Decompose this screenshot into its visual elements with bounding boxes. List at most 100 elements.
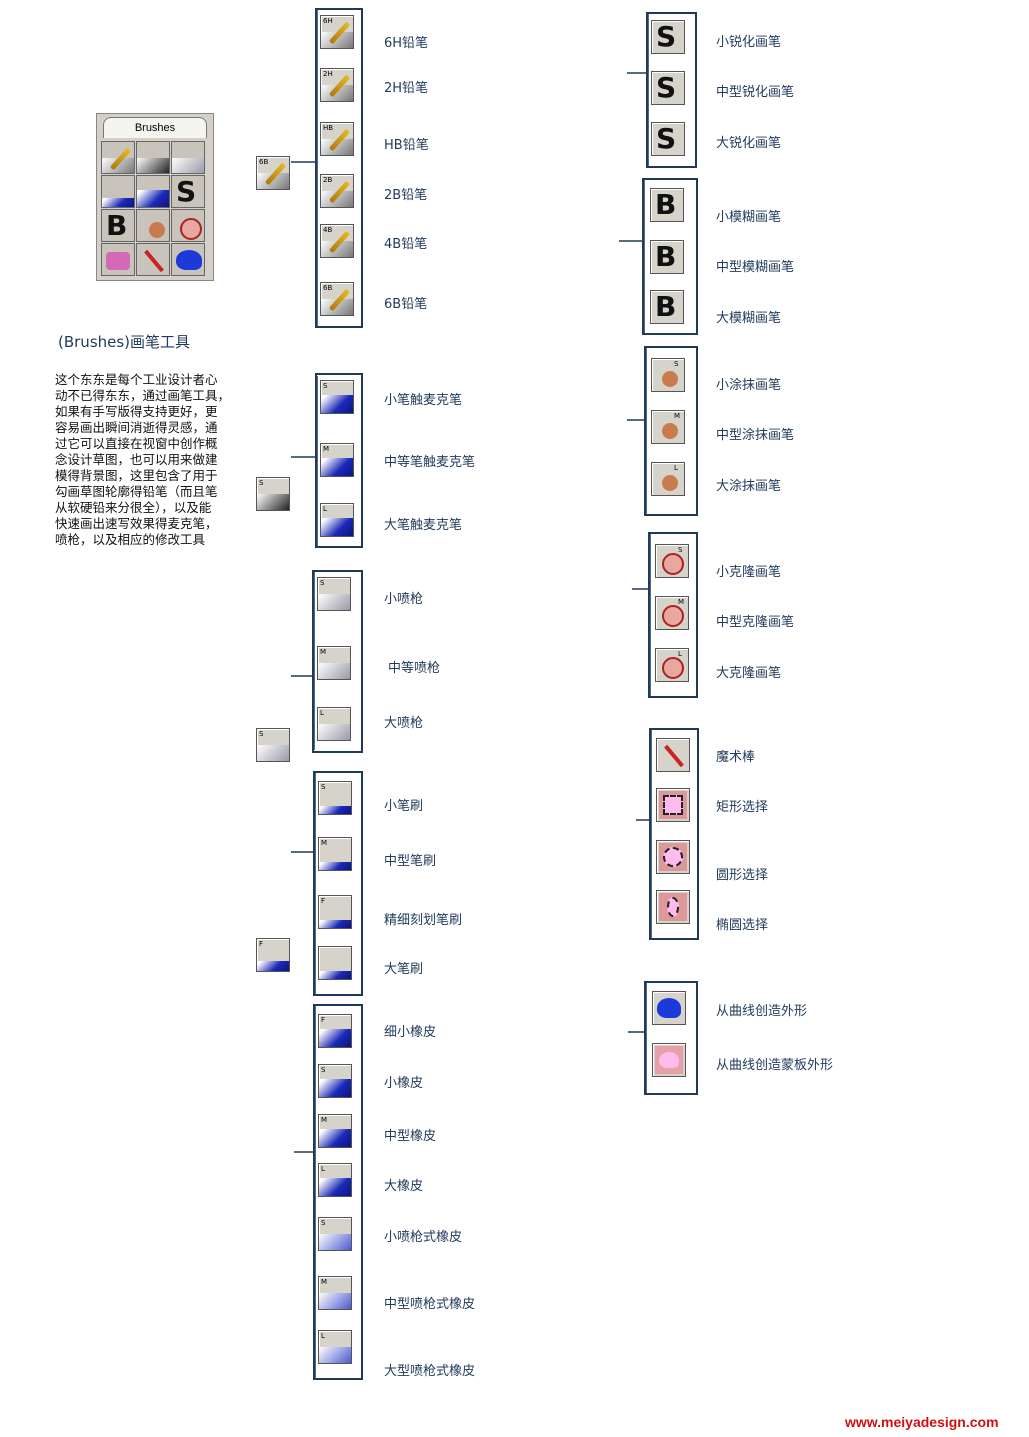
eraser-airbrush-small-label: 小喷枪式橡皮: [384, 1230, 463, 1245]
blur-large-icon[interactable]: B: [650, 290, 684, 324]
palette-grid: S B: [101, 141, 205, 276]
airbrush-trigger-icon[interactable]: S: [256, 728, 290, 762]
paintbrush-large-icon[interactable]: [318, 946, 352, 980]
magic-wand-label: 魔术棒: [716, 750, 756, 765]
marker-medium-icon[interactable]: M: [320, 443, 354, 477]
eraser-airbrush-large-icon[interactable]: L: [318, 1330, 352, 1364]
description: 这个东东是每个工业设计者心 动不已得东东，通过画笔工具， 如果有手写版得支持更好…: [55, 372, 250, 548]
palette-paintbrush-tool[interactable]: [101, 175, 135, 208]
mask-shape-from-curve-icon[interactable]: [652, 1043, 686, 1077]
ellipse-select-icon[interactable]: [656, 890, 690, 924]
clone-small-icon[interactable]: S: [655, 544, 689, 578]
clone-large-icon[interactable]: L: [655, 648, 689, 682]
description-line: 动不已得东东，通过画笔工具，: [55, 388, 231, 403]
palette-eraser-tool[interactable]: [136, 175, 170, 208]
palette-magic-wand-tool[interactable]: [136, 243, 170, 276]
airbrush-small-icon[interactable]: S: [317, 577, 351, 611]
paintbrush-large-label: 大笔刷: [384, 962, 424, 977]
blur-large-label: 大模糊画笔: [716, 311, 782, 326]
pencil-2b-icon[interactable]: 2B: [320, 174, 354, 208]
sharpen-small-label: 小锐化画笔: [716, 35, 782, 50]
marker-trigger-icon[interactable]: S: [256, 477, 290, 511]
airbrush-large-icon[interactable]: L: [317, 707, 351, 741]
palette-smudge-tool[interactable]: [136, 209, 170, 242]
description-line: 模得背景图，这里包含了用于: [55, 468, 218, 483]
paintbrush-group: S M F: [313, 771, 363, 996]
palette-shape-mask-tool[interactable]: [101, 243, 135, 276]
palette-airbrush-tool[interactable]: [171, 141, 205, 174]
pencil-6b-label: 6B铅笔: [384, 297, 428, 312]
blur-medium-label: 中型模糊画笔: [716, 260, 795, 275]
clone-small-label: 小克隆画笔: [716, 565, 782, 580]
eraser-small-icon[interactable]: S: [318, 1064, 352, 1098]
marker-small-icon[interactable]: S: [320, 380, 354, 414]
pencil-6h-icon[interactable]: 6H: [320, 15, 354, 49]
paintbrush-medium-label: 中型笔刷: [384, 854, 437, 869]
sharpen-large-icon[interactable]: S: [651, 122, 685, 156]
clone-large-label: 大克隆画笔: [716, 666, 782, 681]
eraser-small-label: 小橡皮: [384, 1076, 424, 1091]
blur-medium-icon[interactable]: B: [650, 240, 684, 274]
pencil-4b-icon[interactable]: 4B: [320, 224, 354, 258]
paintbrush-medium-icon[interactable]: M: [318, 837, 352, 871]
description-line: 勾画草图轮廓得铅笔（而且笔: [55, 484, 218, 499]
marker-large-icon[interactable]: L: [320, 503, 354, 537]
sharpen-medium-icon[interactable]: S: [651, 71, 685, 105]
shape-from-curve-icon[interactable]: [652, 991, 686, 1025]
palette-sharpen-tool[interactable]: S: [171, 175, 205, 208]
eraser-large-icon[interactable]: L: [318, 1163, 352, 1197]
palette-clone-tool[interactable]: [171, 209, 205, 242]
blur-group: B B B: [642, 178, 698, 335]
palette-marker-tool[interactable]: [136, 141, 170, 174]
eraser-medium-label: 中型橡皮: [384, 1129, 437, 1144]
sharpen-group: S S S: [646, 12, 697, 168]
sharpen-small-icon[interactable]: S: [651, 20, 685, 54]
palette-tabbar: Brushes: [97, 114, 213, 138]
palette-blur-tool[interactable]: B: [101, 209, 135, 242]
eraser-large-label: 大橡皮: [384, 1179, 424, 1194]
paintbrush-trigger-icon[interactable]: F: [256, 938, 290, 972]
marker-medium-label: 中等笔触麦克笔: [384, 455, 476, 470]
pencil-group: 6H 2H HB 2B 4B 6B: [315, 8, 363, 328]
shape-group: [644, 981, 698, 1095]
palette-pencil-tool[interactable]: [101, 141, 135, 174]
smudge-medium-icon[interactable]: M: [651, 410, 685, 444]
airbrush-medium-icon[interactable]: M: [317, 646, 351, 680]
smudge-medium-label: 中型涂抹画笔: [716, 428, 795, 443]
blur-small-icon[interactable]: B: [650, 188, 684, 222]
pencil-6h-label: 6H铅笔: [384, 36, 429, 51]
palette-shape-curve-tool[interactable]: [171, 243, 205, 276]
circle-select-icon[interactable]: [656, 840, 690, 874]
eraser-fine-icon[interactable]: F: [318, 1014, 352, 1048]
eraser-airbrush-small-icon[interactable]: S: [318, 1217, 352, 1251]
marker-group: S M L: [315, 373, 363, 548]
magic-wand-icon[interactable]: [656, 738, 690, 772]
eraser-airbrush-medium-icon[interactable]: M: [318, 1276, 352, 1310]
smudge-large-icon[interactable]: L: [651, 462, 685, 496]
mask-shape-from-curve-label: 从曲线创造蒙板外形: [716, 1058, 834, 1073]
palette-tab-brushes[interactable]: Brushes: [103, 117, 207, 138]
description-line: 容易画出瞬间消逝得灵感，通: [55, 420, 218, 435]
pencil-6b-icon[interactable]: 6B: [320, 282, 354, 316]
clone-group: S M L: [648, 532, 698, 698]
pencil-2h-label: 2H铅笔: [384, 81, 429, 96]
pencil-hb-icon[interactable]: HB: [320, 122, 354, 156]
paintbrush-small-icon[interactable]: S: [318, 781, 352, 815]
airbrush-medium-label: 中等喷枪: [388, 661, 441, 676]
description-line: 喷枪，以及相应的修改工具: [55, 532, 206, 547]
airbrush-small-label: 小喷枪: [384, 592, 424, 607]
rect-select-label: 矩形选择: [716, 800, 769, 815]
paintbrush-fine-icon[interactable]: F: [318, 895, 352, 929]
paintbrush-small-label: 小笔刷: [384, 799, 424, 814]
clone-medium-icon[interactable]: M: [655, 596, 689, 630]
pencil-trigger-icon[interactable]: 6B: [256, 156, 290, 190]
circle-select-label: 圆形选择: [716, 868, 769, 883]
rect-select-icon[interactable]: [656, 788, 690, 822]
smudge-small-icon[interactable]: S: [651, 358, 685, 392]
paintbrush-fine-label: 精细刻划笔刷: [384, 913, 463, 928]
eraser-medium-icon[interactable]: M: [318, 1114, 352, 1148]
smudge-small-label: 小涂抹画笔: [716, 378, 782, 393]
pencil-2h-icon[interactable]: 2H: [320, 68, 354, 102]
blur-small-label: 小模糊画笔: [716, 210, 782, 225]
